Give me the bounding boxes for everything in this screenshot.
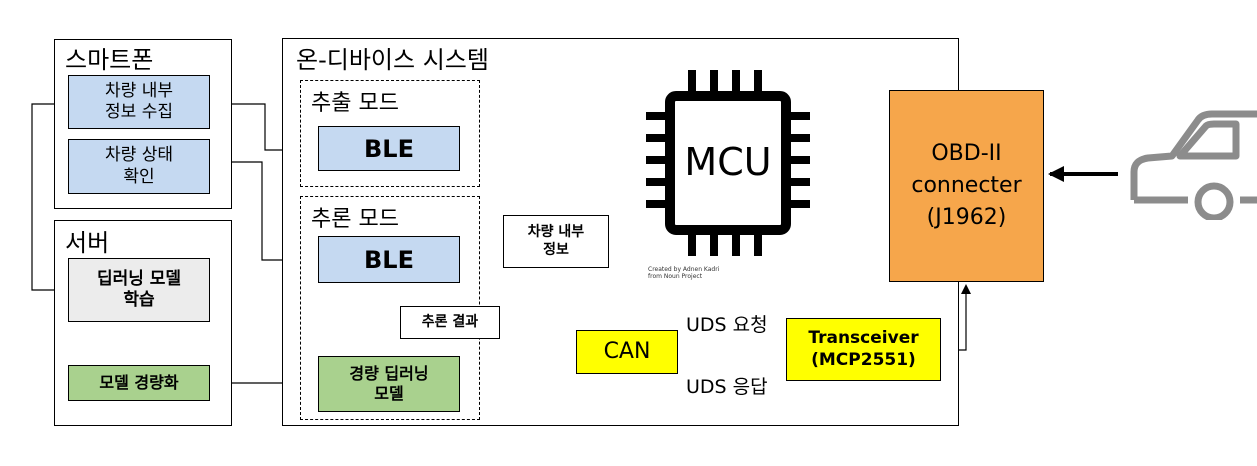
chip-icon-svg (646, 70, 810, 256)
smartphone-title: 스마트폰 (65, 46, 154, 74)
uds-request-label: UDS 요청 (686, 314, 768, 336)
infer-mode-title: 추론 모드 (311, 207, 399, 232)
train-model-box: 딥러닝 모델 학습 (68, 258, 210, 322)
compress-model-box: 모델 경량화 (68, 365, 210, 401)
uds-response-label: UDS 응답 (686, 376, 768, 398)
mcu-credit: Created by Adnen Kadri from Noun Project (648, 266, 720, 281)
arrow-collect-to-train (31, 103, 68, 295)
car-icon (1128, 110, 1257, 220)
can-box: CAN (576, 330, 678, 374)
vehicle-info-label: 차량 내부 정보 (503, 215, 609, 268)
car-icon-svg (1130, 110, 1257, 220)
infer-result-label: 추론 결과 (400, 306, 500, 339)
lightweight-model-box: 경량 딥러닝 모델 (318, 356, 460, 412)
check-vehicle-status-box: 차량 상태 확인 (68, 139, 210, 194)
mcu-label: MCU (684, 140, 772, 184)
chip-icon: MCU (638, 70, 818, 260)
collect-vehicle-info-box: 차량 내부 정보 수집 (68, 75, 210, 129)
extract-mode-frame: 추출 모드 (300, 80, 480, 187)
ondevice-title: 온-디바이스 시스템 (296, 46, 489, 74)
extract-mode-title: 추출 모드 (311, 91, 399, 116)
ble-infer-box: BLE (318, 236, 460, 283)
obd-connector-box: OBD-II connecter (J1962) (889, 90, 1044, 282)
transceiver-box: Transceiver (MCP2551) (786, 318, 941, 381)
server-title: 서버 (65, 229, 110, 257)
ble-extract-box: BLE (318, 126, 460, 171)
